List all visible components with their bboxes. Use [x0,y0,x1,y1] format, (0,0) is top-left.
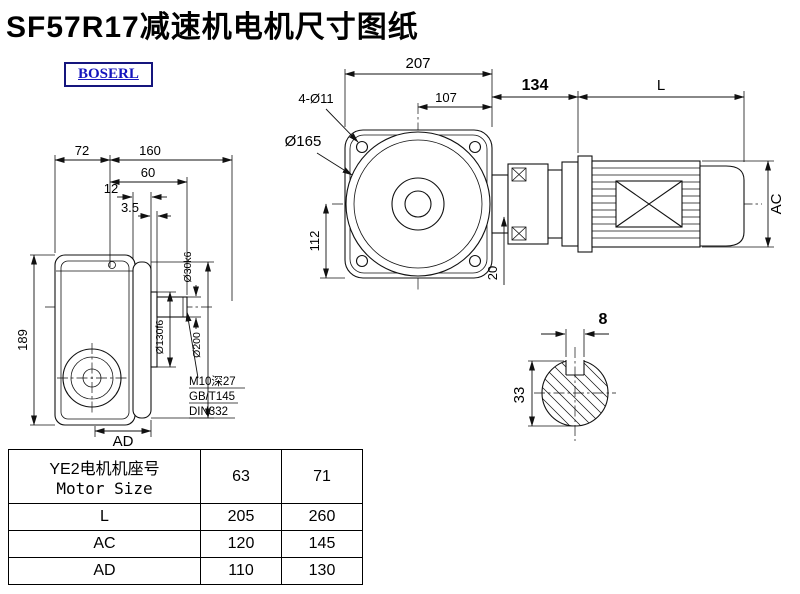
table-row: L 205 260 [8,503,363,531]
table-header-en: Motor Size [56,479,153,498]
dim-112-label: 112 [307,231,322,252]
dim-12-label: 12 [104,181,118,196]
shaft-section-view: 8 33 [511,311,616,441]
dim-ad-label: AD [113,433,134,450]
value-l-63: 205 [200,503,282,531]
table-header-cn: YE2电机机座号 [49,461,160,478]
note-gb-label: GB/T145 [189,391,235,403]
table-header-cell: YE2电机机座号 Motor Size [8,449,201,504]
note-din-label: DIN332 [189,406,228,418]
dim-20-label: 20 [485,266,500,280]
brand-logo: BOSERL [64,62,153,87]
dia-spigot-label: Ø130f6 [154,320,166,355]
dim-189-label: 189 [15,329,30,351]
value-ac-63: 120 [200,530,282,558]
row-label-ac: AC [8,530,201,558]
dim-134-label: 134 [522,77,549,94]
row-label-l: L [8,503,201,531]
dia-165-label: Ø165 [285,133,322,150]
dim-72-label: 72 [75,143,89,158]
dia-shaft-label: Ø30k6 [182,251,194,282]
dim-207-label: 207 [405,55,430,72]
dim-107-label: 107 [435,90,457,105]
value-ad-63: 110 [200,557,282,585]
table-row: YE2电机机座号 Motor Size 63 71 [8,449,363,504]
page-title: SF57R17减速机电机尺寸图纸 [6,11,419,44]
dim-160-label: 160 [139,143,161,158]
dim-ac-label: AC [768,193,785,214]
left-view: 72 160 60 12 3.5 189 AD [15,143,245,450]
dim-4xd11-label: 4-Ø11 [298,91,333,106]
dim-3-5-label: 3.5 [121,200,139,215]
motor-size-71: 71 [281,449,363,504]
technical-drawing: 72 160 60 12 3.5 189 AD [15,55,785,450]
dim-l-label: L [657,77,665,94]
dim-8-label: 8 [599,311,608,328]
value-ad-71: 130 [281,557,363,585]
value-ac-71: 145 [281,530,363,558]
front-view: 207 107 4-Ø11 134 L Ø165 112 20 AC [285,55,785,291]
motor-size-63: 63 [200,449,282,504]
row-label-ad: AD [8,557,201,585]
dim-60-label: 60 [141,165,155,180]
dim-33-label: 33 [511,387,528,404]
motor-size-table: YE2电机机座号 Motor Size 63 71 L 205 260 AC 1… [8,449,363,585]
table-row: AD 110 130 [8,557,363,585]
value-l-71: 260 [281,503,363,531]
table-row: AC 120 145 [8,530,363,558]
note-tap-label: M10深27 [189,374,236,388]
